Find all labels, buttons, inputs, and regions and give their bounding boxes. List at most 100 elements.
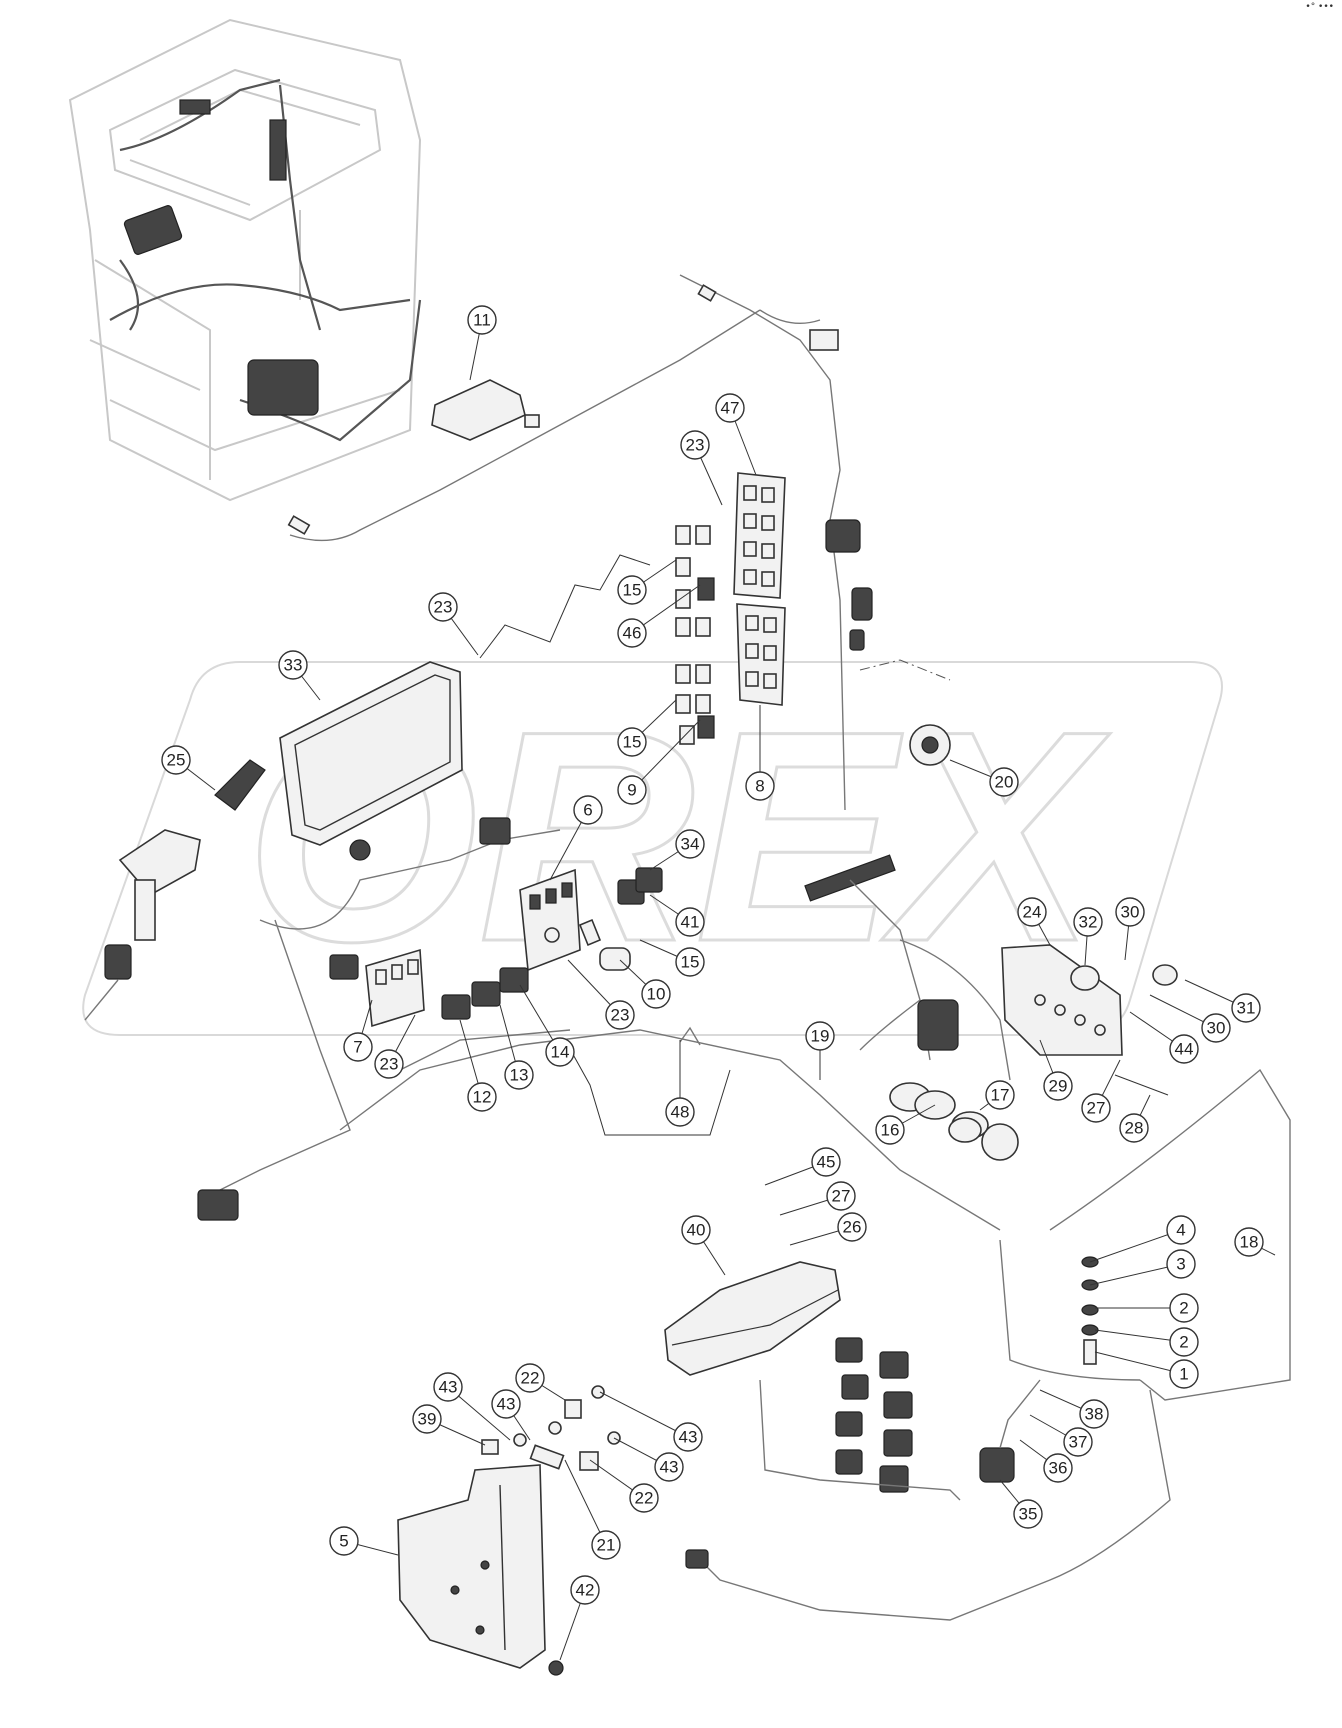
callout-38: 38 xyxy=(1079,1399,1109,1429)
callout-45: 45 xyxy=(811,1147,841,1177)
callout-label: 38 xyxy=(1085,1405,1104,1424)
callout-label: 27 xyxy=(1087,1099,1106,1118)
callout-leader xyxy=(1094,1351,1185,1375)
callout-15: 15 xyxy=(617,727,647,757)
callout-16: 16 xyxy=(875,1115,905,1145)
callout-29: 29 xyxy=(1043,1071,1073,1101)
part-8-switch-panel xyxy=(736,603,786,706)
callout-label: 3 xyxy=(1176,1255,1185,1274)
callout-40: 40 xyxy=(681,1215,711,1245)
callout-circle xyxy=(573,795,603,825)
callout-label: 40 xyxy=(687,1221,706,1240)
callout-label: 23 xyxy=(380,1055,399,1074)
callout-circle xyxy=(675,907,705,937)
callout-label: 12 xyxy=(473,1088,492,1107)
part-25-joystick xyxy=(84,759,266,1021)
part-20-key-switch xyxy=(859,659,951,766)
callout-circle xyxy=(681,1215,711,1245)
callout-circle xyxy=(985,1080,1015,1110)
callout-2: 2 xyxy=(1169,1293,1199,1323)
callout-31: 31 xyxy=(1231,993,1261,1023)
callout-circle xyxy=(467,1082,497,1112)
callout-circle xyxy=(1017,897,1047,927)
callout-label: 18 xyxy=(1240,1233,1259,1252)
callout-12: 12 xyxy=(467,1082,497,1112)
callout-43: 43 xyxy=(673,1422,703,1452)
callout-circle xyxy=(1169,1359,1199,1389)
callout-label: 28 xyxy=(1125,1119,1144,1138)
callout-leader xyxy=(1089,1229,1182,1263)
callout-42: 42 xyxy=(570,1575,600,1605)
callout-47: 47 xyxy=(715,393,745,423)
callout-label: 47 xyxy=(721,399,740,418)
part-17-grommet xyxy=(948,1117,982,1143)
callout-label: 43 xyxy=(497,1395,516,1414)
callout-circle xyxy=(1081,1093,1111,1123)
callout-6: 6 xyxy=(573,795,603,825)
callout-circle xyxy=(605,1000,635,1030)
part-31-bushing xyxy=(1152,964,1178,986)
callout-circle xyxy=(412,1404,442,1434)
callout-circle xyxy=(1073,907,1103,937)
callout-circle xyxy=(1169,1327,1199,1357)
callout-25: 25 xyxy=(161,745,191,775)
callout-label: 24 xyxy=(1023,903,1042,922)
callout-46: 46 xyxy=(617,618,647,648)
callout-label: 16 xyxy=(881,1121,900,1140)
callout-14: 14 xyxy=(545,1037,575,1067)
callout-circle xyxy=(1063,1427,1093,1457)
small-fasteners xyxy=(481,1385,621,1676)
callout-leader xyxy=(1094,1329,1185,1343)
callout-label: 36 xyxy=(1049,1459,1068,1478)
callout-label: 35 xyxy=(1019,1505,1038,1524)
callout-circle xyxy=(570,1575,600,1605)
callout-30: 30 xyxy=(1115,897,1145,927)
callout-label: 11 xyxy=(473,311,491,330)
callout-label: 44 xyxy=(1175,1040,1194,1059)
callout-circle xyxy=(837,1212,867,1242)
callout-circle xyxy=(1115,897,1145,927)
callout-39: 39 xyxy=(412,1404,442,1434)
callout-23: 23 xyxy=(680,430,710,460)
callout-label: 46 xyxy=(623,624,642,643)
callout-23: 23 xyxy=(374,1049,404,1079)
callout-2: 2 xyxy=(1169,1327,1199,1357)
callout-30: 30 xyxy=(1201,1013,1231,1043)
callout-circle xyxy=(161,745,191,775)
callout-26: 26 xyxy=(837,1212,867,1242)
part-11-roof-module xyxy=(287,274,846,811)
callout-17: 17 xyxy=(985,1080,1015,1110)
rocker-switches xyxy=(329,817,663,1020)
callout-10: 10 xyxy=(641,979,671,1009)
callout-label: 22 xyxy=(635,1489,654,1508)
part-40-control-unit xyxy=(664,1261,841,1376)
callout-43: 43 xyxy=(433,1372,463,1402)
callout-label: 32 xyxy=(1079,913,1098,932)
callout-circle xyxy=(1169,1293,1199,1323)
part-32-grommet xyxy=(1070,965,1100,991)
callout-circle xyxy=(428,592,458,622)
callout-circle xyxy=(504,1060,534,1090)
callout-label: 6 xyxy=(583,801,592,820)
callout-label: 23 xyxy=(611,1006,630,1025)
callout-circle xyxy=(545,1037,575,1067)
callout-label: 43 xyxy=(439,1378,458,1397)
callout-circle xyxy=(1231,993,1261,1023)
callout-circle xyxy=(745,771,775,801)
part-6-switch-plate xyxy=(519,868,581,972)
callout-35: 35 xyxy=(1013,1499,1043,1529)
callout-label: 2 xyxy=(1179,1333,1188,1352)
callout-circle xyxy=(491,1389,521,1419)
callout-label: 25 xyxy=(167,751,186,770)
callout-circle xyxy=(467,305,497,335)
part-33-display xyxy=(279,661,463,861)
callout-circle xyxy=(329,1526,359,1556)
callout-label: 37 xyxy=(1069,1433,1088,1452)
callout-18: 18 xyxy=(1234,1227,1264,1257)
callout-label: 15 xyxy=(681,953,700,972)
part-35-sensor xyxy=(979,1379,1041,1483)
callout-label: 23 xyxy=(686,436,705,455)
callout-circle xyxy=(515,1363,545,1393)
